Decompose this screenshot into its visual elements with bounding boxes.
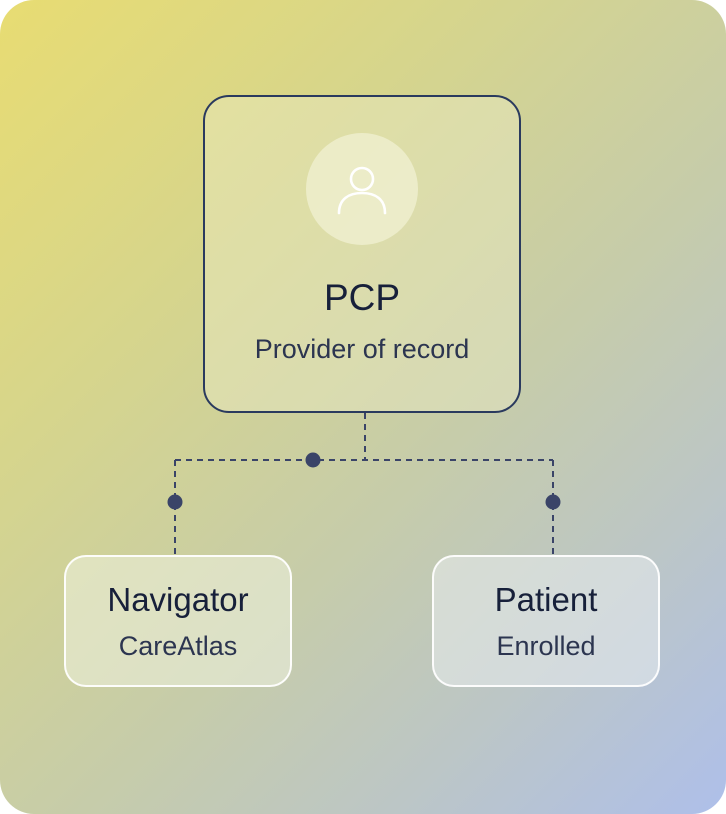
pcp-subtitle: Provider of record — [254, 334, 470, 364]
patient-node: Patient Enrolled — [432, 555, 660, 687]
navigator-node: Navigator CareAtlas — [64, 555, 292, 687]
navigator-subtitle: CareAtlas — [118, 631, 238, 661]
patient-title: Patient — [494, 581, 598, 618]
patient-dot — [545, 494, 561, 510]
pcp-node: PCP Provider of record — [203, 95, 521, 413]
pcp-title: PCP — [323, 277, 401, 318]
navigator-title: Navigator — [107, 581, 249, 618]
junction-dot — [305, 452, 321, 468]
navigator-dot — [167, 494, 183, 510]
avatar — [306, 133, 418, 245]
user-icon — [337, 166, 387, 215]
patient-subtitle: Enrolled — [496, 631, 596, 661]
